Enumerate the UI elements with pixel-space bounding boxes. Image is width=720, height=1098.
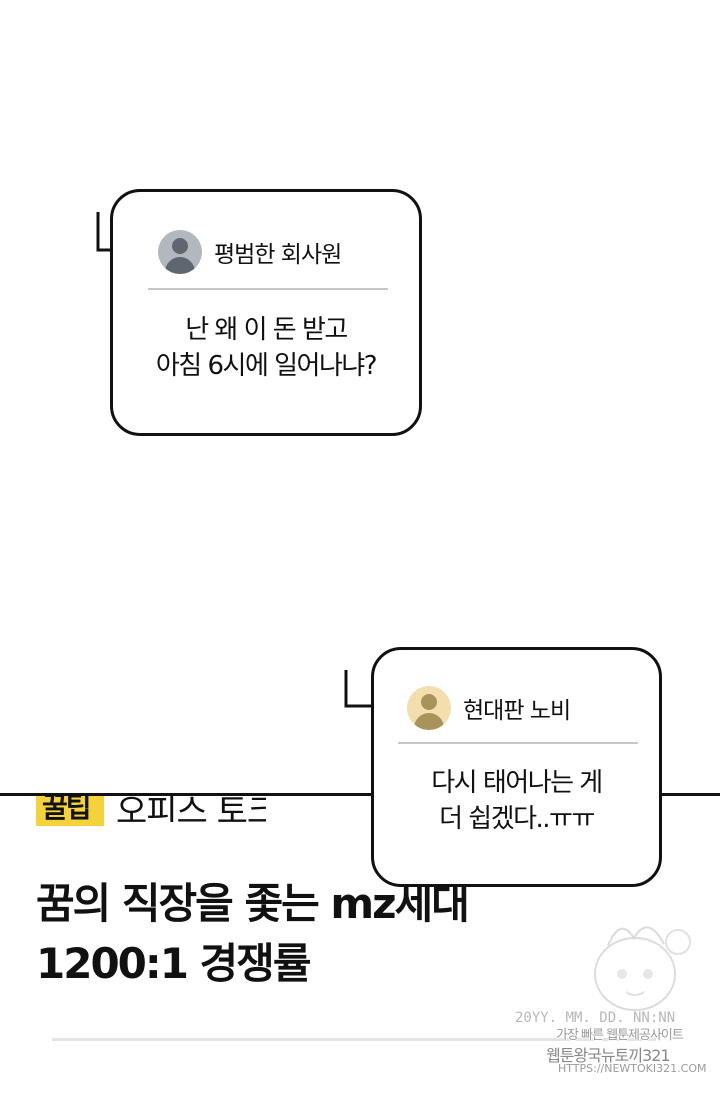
headline-line: 1200:1 경쟁률 — [36, 939, 311, 988]
watermark-line: 가장 빠른 웹툰제공사이트 — [556, 1028, 684, 1043]
comment-line: 난 왜 이 돈 받고 — [185, 315, 348, 345]
headline-line: 꿈의 직장을 좇는 mz세대 — [36, 879, 470, 928]
article-bottom-rule — [52, 1038, 656, 1041]
comment-text: 난 왜 이 돈 받고 아침 6시에 일어나냐? — [113, 312, 419, 384]
watermark-date: 20YY. MM. DD. NN:NN — [515, 1010, 676, 1026]
comment-line: 아침 6시에 일어나냐? — [155, 351, 378, 381]
comment-divider — [398, 742, 638, 744]
mascot-icon — [594, 926, 691, 1011]
tag-badge-text: 꿀팁 — [42, 796, 92, 824]
gray-person-icon — [158, 230, 202, 274]
comment-bubble-1: 평범한 회사원 난 왜 이 돈 받고 아침 6시에 일어나냐? — [110, 189, 422, 436]
comment-username: 평범한 회사원 — [214, 242, 342, 268]
comment-text: 다시 태어나는 게 더 쉽겠다..ㅠㅠ — [374, 765, 659, 837]
watermark-line: 웹툰왕국뉴토끼321 — [546, 1046, 671, 1065]
beige-person-icon — [407, 686, 451, 730]
watermark-line: HTTPS://NEWTOKI321.COM — [558, 1062, 707, 1075]
article-top-rule — [0, 793, 720, 796]
comment-bubble-2: 현대판 노비 다시 태어나는 게 더 쉽겠다..ㅠㅠ — [371, 647, 662, 887]
comment-divider — [148, 288, 388, 290]
tag-badge: 꿀팁 — [36, 796, 104, 826]
comment-user-row: 평범한 회사원 — [158, 230, 342, 274]
comment-line: 더 쉽겠다..ㅠㅠ — [439, 804, 595, 834]
tag-label-text: 오피스 토크 — [116, 792, 266, 822]
watermark — [540, 912, 720, 1098]
comment-username: 현대판 노비 — [463, 698, 571, 724]
tag-label: 오피스 토크 — [116, 782, 266, 822]
article-headline: 꿈의 직장을 좇는 mz세대 1200:1 경쟁률 — [36, 874, 470, 994]
comment-user-row: 현대판 노비 — [407, 686, 571, 730]
comment-line: 다시 태어나는 게 — [431, 768, 603, 798]
